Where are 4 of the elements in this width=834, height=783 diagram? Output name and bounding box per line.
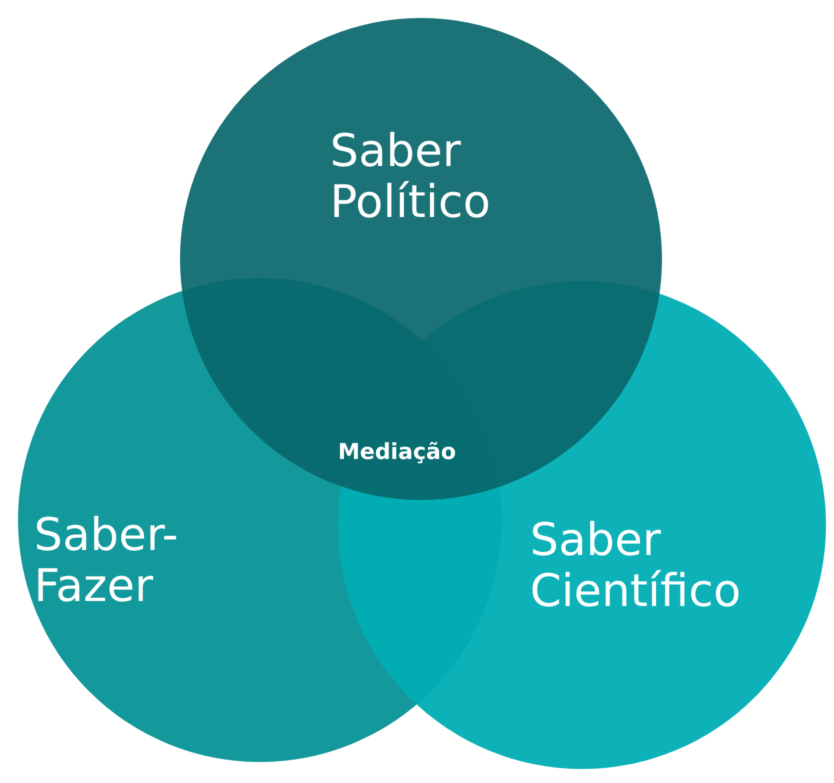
overlap-label: Mediação — [338, 440, 456, 465]
circle-title: Saber- Fazer — [34, 510, 178, 612]
circle-title: Saber Científico — [530, 515, 741, 617]
circle-title: Saber Político — [330, 126, 490, 228]
